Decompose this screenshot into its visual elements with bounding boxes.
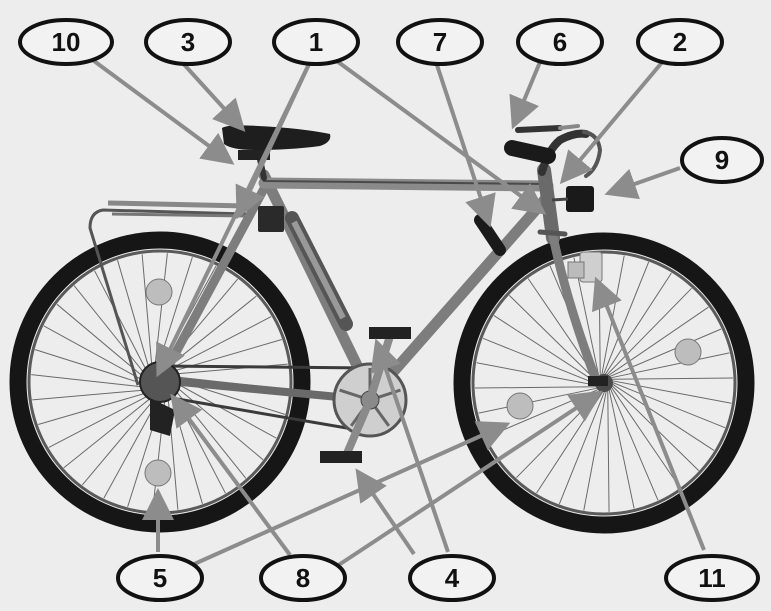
callout-2-label: 2	[673, 27, 687, 57]
spoke	[602, 256, 625, 376]
spoke	[609, 389, 634, 508]
spoke	[584, 391, 607, 511]
pedal-top	[369, 327, 411, 339]
callout-7: 7	[398, 20, 482, 64]
arrow-10	[90, 58, 228, 160]
spoke	[612, 381, 732, 404]
spoke	[155, 253, 168, 369]
spoke	[44, 326, 146, 382]
headlight	[566, 186, 594, 212]
callout-4: 4	[410, 556, 494, 600]
arrow-4b	[360, 475, 414, 554]
spoke	[475, 387, 597, 388]
pedal-bottom	[320, 451, 362, 463]
brake-lever	[518, 128, 560, 130]
spoke	[118, 260, 151, 372]
spoke	[479, 388, 598, 413]
callout-8-label: 8	[296, 563, 310, 593]
front-reflector-left-icon	[507, 393, 533, 419]
callout-1: 1	[274, 20, 358, 64]
left-grip	[512, 148, 548, 156]
callout-6: 6	[518, 20, 602, 64]
callout-2: 2	[638, 20, 722, 64]
callout-9: 9	[682, 138, 762, 182]
spoke	[38, 392, 150, 425]
head-tube	[544, 170, 553, 238]
spoke	[170, 392, 203, 504]
callout-4-label: 4	[445, 563, 460, 593]
callout-10-label: 10	[52, 27, 81, 57]
callout-10: 10	[20, 20, 112, 64]
spoke	[174, 385, 263, 460]
rear-reflector-top-icon	[146, 279, 172, 305]
front-reflector-right-icon	[675, 339, 701, 365]
callout-5-label: 5	[153, 563, 167, 593]
spoke	[608, 390, 609, 512]
callout-9-label: 9	[715, 145, 729, 175]
callout-3: 3	[146, 20, 230, 64]
callout-11-label: 11	[698, 563, 726, 593]
spoke	[32, 390, 148, 400]
callout-arrows	[90, 56, 704, 572]
callout-7-label: 7	[433, 27, 447, 57]
callout-3-label: 3	[181, 27, 195, 57]
frame-fitting	[480, 220, 500, 250]
arrow-4a	[378, 346, 448, 552]
callout-1-label: 1	[309, 27, 323, 57]
callout-11: 11	[666, 556, 758, 600]
arrow-3	[180, 60, 240, 126]
arrow-6	[515, 62, 540, 122]
spoke	[31, 375, 147, 388]
spoke	[142, 254, 152, 370]
arrow-2	[565, 60, 664, 178]
arrow-9	[612, 168, 680, 192]
spoke	[477, 363, 597, 386]
front-axle-nut	[588, 376, 608, 386]
callout-5: 5	[118, 556, 202, 600]
callout-6-label: 6	[553, 27, 567, 57]
spoke	[611, 378, 733, 379]
callout-8: 8	[261, 556, 345, 600]
rear-reflector-bottom-icon	[145, 460, 171, 486]
